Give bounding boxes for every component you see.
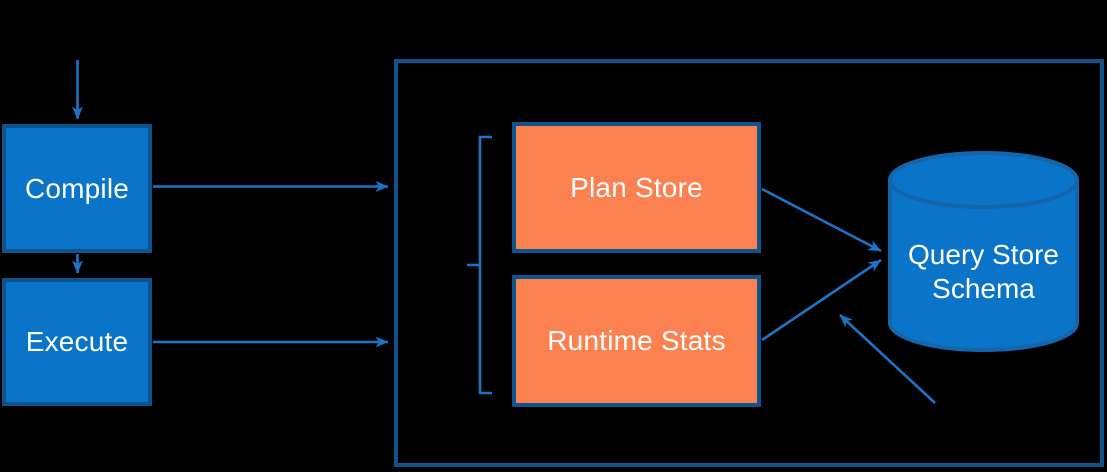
query-store-container-box	[394, 59, 1104, 467]
query-store-schema-label: Query Store Schema	[908, 238, 1059, 304]
execute-label: Execute	[25, 326, 129, 357]
runtime-stats-label: Runtime Stats	[547, 325, 726, 356]
execute-node: Execute	[2, 278, 152, 406]
plan-store-node: Plan Store	[512, 122, 761, 253]
runtime-stats-node: Runtime Stats	[512, 275, 761, 407]
compile-label: Compile	[24, 172, 130, 204]
plan-store-label: Plan Store	[570, 171, 703, 203]
compile-node: Compile	[2, 124, 152, 253]
